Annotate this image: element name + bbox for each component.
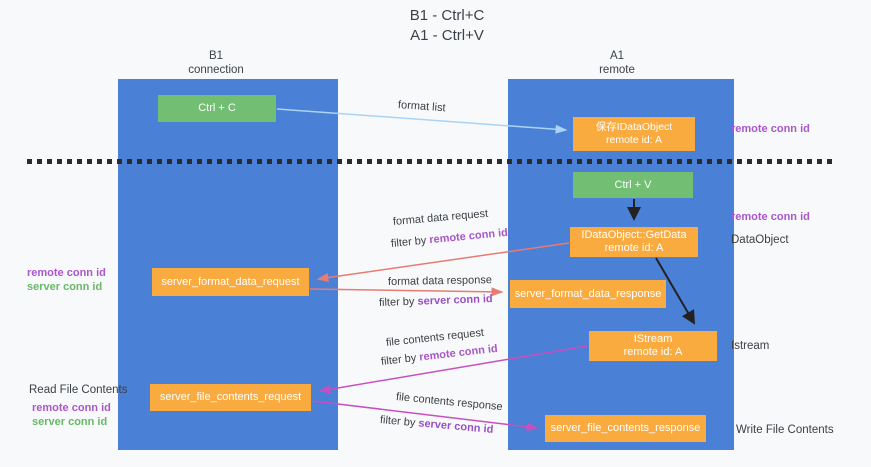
- format-data-response-label: format data response: [387, 274, 493, 288]
- read-file-contents-label: Read File Contents: [29, 384, 128, 396]
- diagram-title: B1 - Ctrl+C A1 - Ctrl+V: [347, 6, 547, 46]
- lifeline-header-b1: B1 connection: [156, 49, 276, 77]
- lifeline-a1-role: remote: [599, 64, 635, 76]
- save-dataobject-line1: 保存IDataObject: [595, 121, 673, 133]
- server-format-data-response-box: server_format_data_response: [510, 280, 666, 308]
- filter-by-remote-label-1: filter by remote conn id: [390, 227, 508, 250]
- lifeline-b1-name: B1: [208, 50, 224, 62]
- left-conn-id-group-1: remote conn id server conn id: [27, 266, 106, 294]
- title-line-1: B1 - Ctrl+C: [409, 7, 485, 24]
- ctrl-v-box: Ctrl + V: [573, 172, 693, 198]
- istream-line1: IStream: [633, 333, 673, 345]
- ctrl-c-box: Ctrl + C: [158, 95, 276, 122]
- istream-line2: remote id: A: [623, 346, 683, 358]
- format-data-request-label: format data request: [392, 207, 489, 228]
- title-line-2: A1 - Ctrl+V: [410, 27, 484, 44]
- ctrl-c-label: Ctrl + C: [198, 102, 236, 114]
- save-dataobject-line2: remote id: A: [605, 134, 663, 146]
- getdata-box: IDataObject::GetData remote id: A: [570, 227, 698, 257]
- filter-by-text: filter by: [390, 234, 430, 250]
- filter-by-text: filter by: [380, 351, 420, 368]
- left-conn-id-group-2: remote conn id server conn id: [32, 401, 111, 429]
- istream-side-label: Istream: [731, 340, 770, 352]
- lifeline-a1-name: A1: [609, 50, 625, 62]
- write-file-contents-label: Write File Contents: [736, 424, 834, 436]
- server-conn-id-left-1: server conn id: [27, 281, 103, 293]
- remote-conn-id-text: remote conn id: [428, 226, 509, 247]
- remote-conn-id-left-1: remote conn id: [27, 267, 106, 279]
- server-file-contents-response-box: server_file_contents_response: [545, 415, 706, 442]
- remote-conn-id-left-2: remote conn id: [32, 402, 111, 414]
- server-conn-id-text: server conn id: [417, 417, 494, 436]
- server-conn-id-text: server conn id: [417, 293, 493, 308]
- server-file-contents-request-label: server_file_contents_request: [159, 391, 302, 403]
- filter-by-server-label-1: filter by server conn id: [379, 293, 493, 309]
- dataobject-label: DataObject: [731, 234, 789, 246]
- ctrl-v-label: Ctrl + V: [614, 178, 652, 191]
- remote-conn-id-right-1: remote conn id: [731, 123, 810, 135]
- server-format-data-request-label: server_format_data_request: [161, 275, 300, 288]
- getdata-line1: IDataObject::GetData: [581, 229, 687, 241]
- filter-by-text: filter by: [379, 414, 419, 430]
- format-data-response-arrow: [309, 287, 504, 297]
- server-file-contents-response-label: server_file_contents_response: [550, 422, 701, 434]
- server-conn-id-left-2: server conn id: [32, 416, 108, 428]
- save-dataobject-box: 保存IDataObject remote id: A: [573, 117, 695, 151]
- file-contents-response-label: file contents response: [395, 391, 504, 414]
- remote-conn-id-text: remote conn id: [418, 342, 499, 364]
- dashed-separator-line: [27, 159, 833, 164]
- server-format-data-request-box: server_format_data_request: [152, 268, 309, 296]
- format-list-label: format list: [397, 99, 446, 115]
- getdata-line2: remote id: A: [604, 242, 664, 254]
- server-file-contents-request-box: server_file_contents_request: [150, 384, 311, 411]
- lifeline-b1-role: connection: [188, 64, 244, 76]
- server-format-data-response-label: server_format_data_response: [514, 287, 662, 300]
- filter-by-text: filter by: [378, 295, 418, 309]
- filter-by-server-label-2: filter by server conn id: [379, 414, 493, 436]
- istream-box: IStream remote id: A: [589, 331, 717, 361]
- lifeline-header-a1: A1 remote: [557, 49, 677, 77]
- remote-conn-id-right-2: remote conn id: [731, 211, 810, 223]
